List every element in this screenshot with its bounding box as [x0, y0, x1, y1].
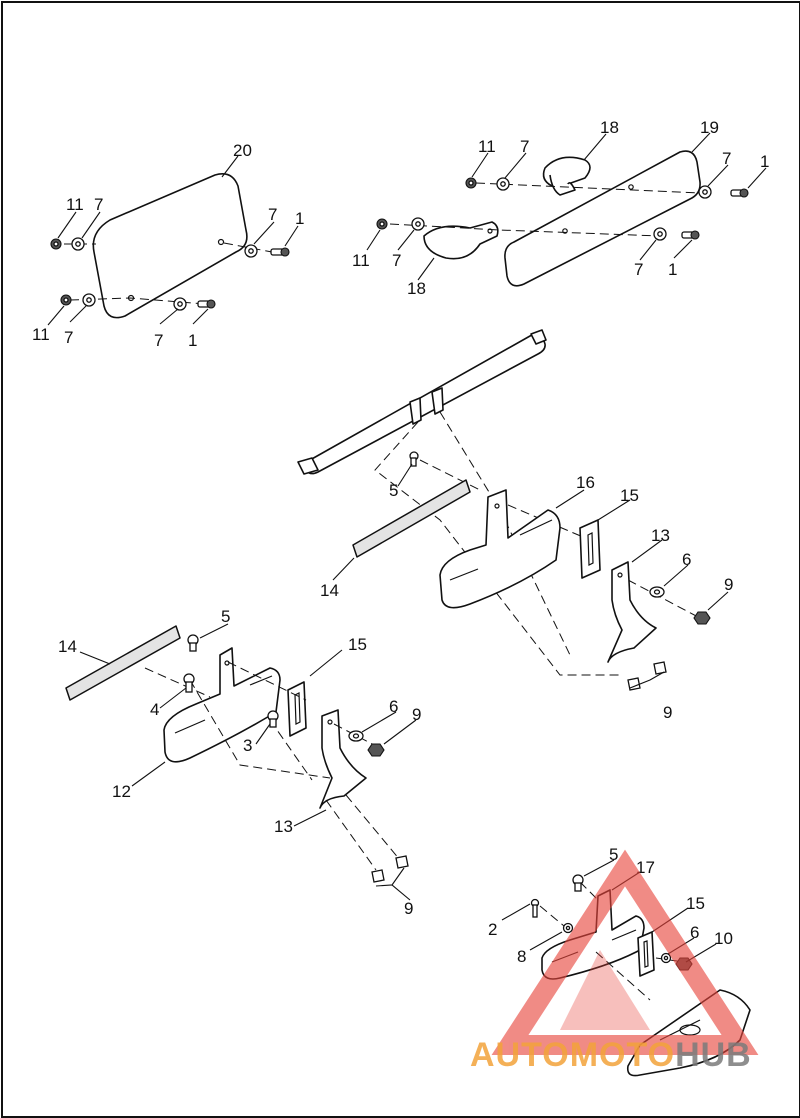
callout-18: 18: [407, 279, 426, 298]
callout-15: 15: [620, 486, 639, 505]
callout-13: 13: [274, 817, 293, 836]
clamp-18-upper: [542, 156, 591, 196]
callout-10: 10: [714, 929, 733, 948]
callout-15: 15: [348, 635, 367, 654]
callout-13: 13: [651, 526, 670, 545]
clamp-18-lower: [423, 221, 499, 260]
callout-6: 6: [682, 550, 691, 569]
bracket-13-right: [607, 561, 657, 663]
hardware-plate-19: [376, 177, 749, 241]
callout-12: 12: [112, 782, 131, 801]
hardware-plate-20: [50, 237, 290, 311]
callout-7: 7: [268, 205, 277, 224]
callout-1: 1: [295, 209, 304, 228]
callout-20: 20: [233, 141, 252, 160]
callout-labels: 20 11 7 7 1 11 7 7 1 11 7 18 19 7 1 11 7…: [32, 118, 769, 966]
callout-16: 16: [576, 473, 595, 492]
callout-6: 6: [690, 923, 699, 942]
callout-15: 15: [686, 894, 705, 913]
callout-1: 1: [668, 260, 677, 279]
reflector-strip-14-left: [65, 625, 181, 701]
callout-9: 9: [724, 575, 733, 594]
leader-lines: [47, 132, 767, 963]
hardware-bottom-group: [530, 874, 693, 971]
callout-11: 11: [32, 325, 50, 344]
bracket-12: [163, 647, 281, 763]
callout-1: 1: [760, 152, 769, 171]
mounting-bar: [297, 329, 547, 475]
callout-1: 1: [188, 331, 197, 350]
spacer-15-bottom: [637, 931, 655, 977]
callout-4: 4: [150, 700, 159, 719]
callout-14: 14: [320, 581, 339, 600]
watermark-text-auto: AUTOMOTO: [470, 1036, 675, 1074]
left-dashes: [144, 661, 401, 871]
hardware-right-group: [409, 451, 711, 691]
callout-6: 6: [389, 697, 398, 716]
callout-11: 11: [66, 195, 84, 214]
callout-7: 7: [154, 331, 163, 350]
bracket-13-left: [319, 709, 367, 809]
hardware-left-group: [183, 634, 409, 883]
callout-8: 8: [517, 947, 526, 966]
callout-9: 9: [412, 705, 421, 724]
reflector-strip-14-right: [352, 479, 471, 558]
spacer-15-right: [579, 519, 601, 579]
license-plate-19: [504, 150, 701, 287]
callout-11: 11: [478, 137, 496, 156]
callout-11: 11: [352, 251, 370, 270]
callout-5: 5: [609, 845, 618, 864]
callout-7: 7: [64, 328, 73, 347]
callout-7: 7: [94, 195, 103, 214]
callout-7: 7: [392, 251, 401, 270]
callout-2: 2: [488, 920, 497, 939]
watermark-logo: [491, 849, 759, 1055]
callout-18: 18: [600, 118, 619, 137]
callout-3: 3: [243, 736, 252, 755]
callout-14: 14: [58, 637, 77, 656]
callout-9: 9: [404, 899, 413, 918]
callout-7: 7: [520, 137, 529, 156]
watermark-text: AUTOMOTOHUB: [470, 1036, 752, 1074]
watermark-text-hub: HUB: [675, 1036, 752, 1074]
bracket-16: [439, 489, 561, 609]
license-plate-20: [92, 173, 248, 319]
callout-7: 7: [722, 149, 731, 168]
callout-19: 19: [700, 118, 719, 137]
callout-5: 5: [389, 481, 398, 500]
callout-17: 17: [636, 858, 655, 877]
callout-7: 7: [634, 260, 643, 279]
spacer-15-left: [287, 681, 307, 737]
callout-5: 5: [221, 607, 230, 626]
callout-9: 9: [663, 703, 672, 722]
